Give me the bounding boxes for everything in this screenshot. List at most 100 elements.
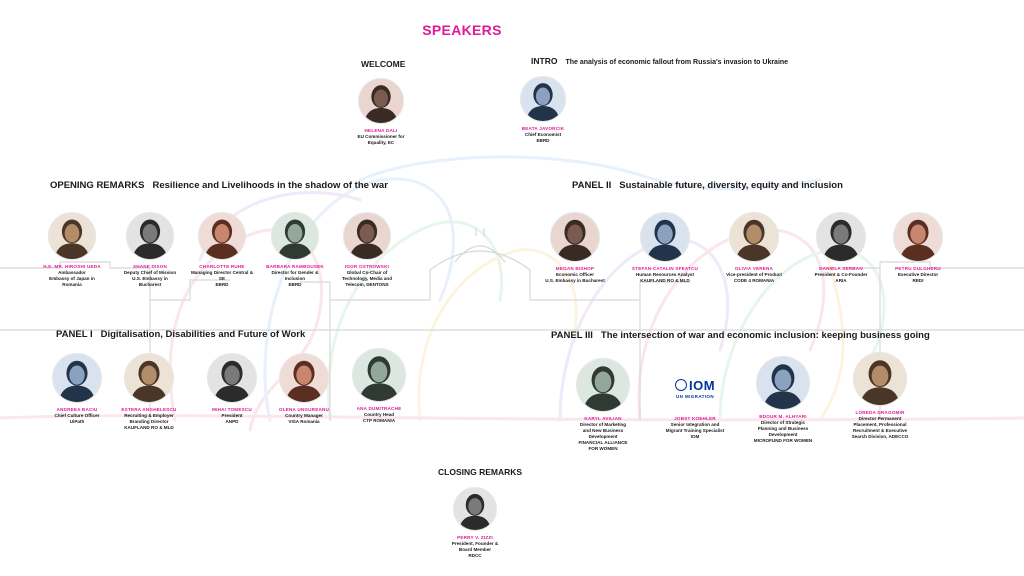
speaker-role: Recruiting & Employer Branding Director …: [124, 413, 174, 430]
speaker-photo: [279, 353, 329, 403]
speaker-role: President & Co-Founder ARIA: [814, 272, 868, 283]
section-panel2: PANEL II Sustainable future, diversity, e…: [572, 180, 843, 191]
portrait-icon: [344, 213, 390, 259]
portrait-icon: [577, 359, 629, 411]
speaker-name: MIHAI TOMESCU: [212, 407, 252, 412]
speaker-name: STEFAN-CATALIN SFEATCU: [631, 266, 699, 271]
speaker-role: Director of Marketing and New Business D…: [578, 422, 628, 451]
portrait-icon: [359, 79, 403, 123]
speaker-name: BEATA JAVORCIK: [521, 126, 565, 131]
speaker-photo: [729, 212, 779, 262]
portrait-icon: [53, 354, 101, 402]
speaker-role: Country Head CTP ROMANIA: [362, 412, 396, 423]
speaker-photo: [207, 353, 257, 403]
speaker-role: Country Manager VISA Romania: [285, 413, 323, 424]
speaker-photo: [550, 212, 600, 262]
speaker-name: SHANE DIXON: [132, 264, 168, 269]
speaker-photo: [358, 78, 404, 124]
portrait-icon: [353, 349, 405, 401]
speaker-photo: [816, 212, 866, 262]
speaker-role: Chief Culture Officer UiPath: [54, 413, 100, 424]
speaker-photo: [343, 212, 391, 260]
speaker-name: OLENA UNGUREANU: [278, 407, 330, 412]
speaker-role: Director for Gender & Inclusion EBRD: [271, 270, 319, 287]
speaker-photo: [576, 358, 630, 412]
speaker-photo: [640, 212, 690, 262]
section-intro-label: INTRO: [531, 56, 558, 66]
speaker-photo: [126, 212, 174, 260]
speaker-name: OLIVIA VERENA: [734, 266, 774, 271]
speaker-photo: [271, 212, 319, 260]
speaker-photo: [453, 487, 497, 531]
portrait-icon: [49, 213, 95, 259]
speaker-role: Executive Director REDI: [897, 272, 939, 283]
speaker-role: Chief Economist EBRD: [524, 132, 562, 143]
logo-mark: IOM: [688, 377, 716, 393]
portrait-icon: [854, 353, 906, 405]
speaker-name: BARBARA RAMBOUSEK: [266, 264, 324, 269]
speaker-role: Director of Strategic Planning and Busin…: [753, 420, 813, 443]
portrait-icon: [208, 354, 256, 402]
speaker-name: CHARLOTTE RUHE: [199, 264, 245, 269]
portrait-icon: [521, 77, 565, 121]
speaker-name: H.E. Mr. HIROSHI UEDA: [43, 264, 101, 269]
speaker-photo: [124, 353, 174, 403]
globe-icon: [674, 379, 687, 391]
speaker-name: JOBST KOEHLER: [674, 416, 716, 421]
speaker-name: ANDREEA BACIU: [56, 407, 98, 412]
portrait-icon: [730, 213, 778, 261]
section-panel1-subtitle: Digitalisation, Disabilities and Future …: [100, 329, 306, 340]
section-panel2-subtitle: Sustainable future, diversity, equity an…: [619, 180, 843, 191]
speaker-photo: [756, 356, 810, 410]
section-panel3-label: PANEL III: [551, 330, 593, 341]
speaker-role: Global Co-Chair of Technology, Media and…: [341, 270, 393, 287]
section-opening-label: OPENING REMARKS: [50, 180, 145, 191]
section-panel2-label: PANEL II: [572, 180, 612, 191]
speaker-role: President ANPD: [221, 413, 243, 424]
portrait-icon: [125, 354, 173, 402]
speaker-name: PERRY V. ZIZZI: [457, 535, 493, 540]
portrait-icon: [817, 213, 865, 261]
speaker-role: Vice-president of Product CODE 4 ROMANIA: [726, 272, 782, 283]
portrait-icon: [551, 213, 599, 261]
logo-subtitle: UN MIGRATION: [676, 393, 714, 399]
speaker-photo: [853, 352, 907, 406]
speaker-name: LOREDA DRAGOMIR: [855, 410, 905, 415]
speaker-role: Senior Integration and Migrant Training …: [665, 422, 725, 439]
section-closing-label: CLOSING REMARKS: [438, 467, 523, 477]
speaker-photo: [893, 212, 943, 262]
portrait-icon: [757, 357, 809, 409]
portrait-icon: [280, 354, 328, 402]
speaker-name: PETRU DULGHERU: [895, 266, 941, 271]
iom-logo: IOM UN MIGRATION: [671, 364, 719, 412]
speaker-name: MEGAN BISHOP: [555, 266, 595, 271]
speaker-role: Human Resources Analyst KAUFLAND RO & ML…: [635, 272, 695, 283]
speaker-photo: [198, 212, 246, 260]
speaker-name: DANIELA SERBAN: [819, 266, 863, 271]
portrait-icon: [641, 213, 689, 261]
speaker-name: KARYL AVILIAN: [584, 416, 622, 421]
speaker-photo: [52, 353, 102, 403]
speaker-photo: [48, 212, 96, 260]
